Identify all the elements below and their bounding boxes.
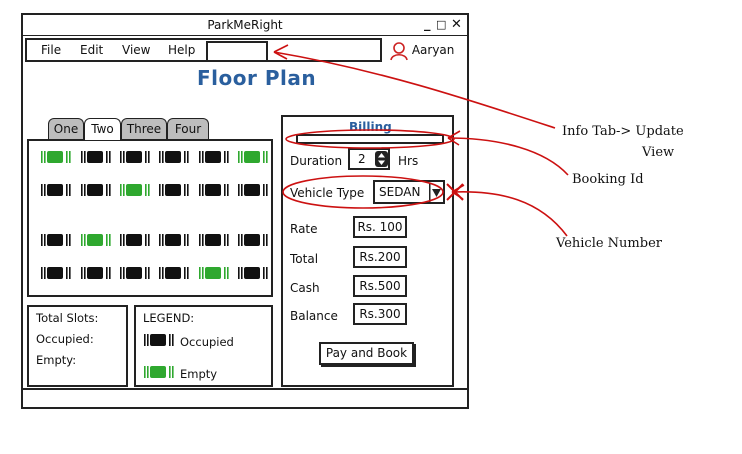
parking-slot-occupied[interactable] <box>197 148 231 166</box>
legend-empty-label: Empty <box>180 367 218 381</box>
slot-stats-panel: Total Slots: Occupied: Empty: <box>27 305 128 387</box>
total-value: Rs.200 <box>353 246 407 268</box>
parking-slot-empty[interactable] <box>236 148 270 166</box>
tab-floor-one[interactable]: One <box>48 118 84 139</box>
window-title: ParkMeRight <box>207 18 283 32</box>
close-button[interactable]: ✕ <box>451 17 462 32</box>
rate-value: Rs. 100 <box>353 216 407 238</box>
menu-view[interactable]: View <box>122 43 151 57</box>
cash-label: Cash <box>290 281 320 295</box>
empty-slot-icon <box>144 366 174 378</box>
occupied-slots-label: Occupied: <box>36 332 94 346</box>
parking-slot-occupied[interactable] <box>236 181 270 199</box>
annotation-info-tab-line2: View <box>642 145 675 160</box>
stepper-arrows-icon[interactable] <box>374 150 390 170</box>
maximize-button[interactable]: □ <box>436 18 447 31</box>
tab-floor-four[interactable]: Four <box>167 118 209 139</box>
tab-floor-three[interactable]: Three <box>121 118 167 139</box>
parking-slot-occupied[interactable] <box>157 148 191 166</box>
balance-label: Balance <box>290 309 338 323</box>
parking-slot-empty[interactable] <box>118 181 152 199</box>
parking-slot-empty[interactable] <box>79 231 113 249</box>
vehicle-type-label: Vehicle Type <box>290 186 365 200</box>
duration-label: Duration <box>290 154 343 168</box>
parking-slot-occupied[interactable] <box>236 231 270 249</box>
menu-edit[interactable]: Edit <box>80 43 104 57</box>
parking-slot-occupied[interactable] <box>118 264 152 282</box>
parking-slot-occupied[interactable] <box>157 231 191 249</box>
pay-and-book-button[interactable]: Pay and Book <box>319 342 414 365</box>
empty-slots-label: Empty: <box>36 353 77 367</box>
menu-help[interactable]: Help <box>168 43 196 57</box>
floor-plan-grid <box>27 139 273 297</box>
cash-input[interactable]: Rs.500 <box>353 275 407 297</box>
parking-slot-occupied[interactable] <box>39 231 73 249</box>
legend-title: LEGEND: <box>143 311 195 325</box>
total-label: Total <box>290 252 319 266</box>
annotation-info-tab-line1: Info Tab-> Update <box>562 124 684 139</box>
parking-slot-occupied[interactable] <box>157 264 191 282</box>
parking-slot-empty[interactable] <box>39 148 73 166</box>
user-menu[interactable]: Aaryan <box>390 40 454 60</box>
booking-id-field[interactable] <box>296 134 444 144</box>
billing-title: Billing <box>349 120 392 134</box>
annotation-booking-id: Booking Id <box>572 172 644 187</box>
menu-bar <box>25 38 382 62</box>
legend-occupied-label: Occupied <box>180 335 234 349</box>
parking-slot-occupied[interactable] <box>118 231 152 249</box>
menu-file[interactable]: File <box>41 43 62 57</box>
page-title: Floor Plan <box>197 66 317 90</box>
vehicle-type-select[interactable]: SEDAN <box>373 180 445 204</box>
user-icon <box>390 41 408 60</box>
duration-value: 2 <box>358 152 366 166</box>
rate-label: Rate <box>290 222 318 236</box>
vehicle-number-annotation-line <box>451 190 568 237</box>
parking-slot-empty[interactable] <box>197 264 231 282</box>
parking-slot-occupied[interactable] <box>118 148 152 166</box>
total-slots-label: Total Slots: <box>36 311 99 325</box>
parking-slot-occupied[interactable] <box>157 181 191 199</box>
legend-panel: LEGEND: Occupied Empty <box>134 305 273 387</box>
parking-slot-occupied[interactable] <box>197 181 231 199</box>
duration-unit: Hrs <box>398 154 419 168</box>
annotation-vehicle-number: Vehicle Number <box>556 236 662 251</box>
user-name: Aaryan <box>411 43 455 57</box>
parking-slot-occupied[interactable] <box>197 231 231 249</box>
parking-slot-occupied[interactable] <box>39 264 73 282</box>
minimize-button[interactable]: _ <box>424 17 431 32</box>
vehicle-type-value: SEDAN <box>379 185 421 199</box>
status-bar-divider <box>23 388 467 390</box>
parking-slot-occupied[interactable] <box>79 181 113 199</box>
parking-slot-occupied[interactable] <box>79 264 113 282</box>
occupied-slot-icon <box>144 334 174 346</box>
info-tab[interactable] <box>206 41 268 62</box>
parking-slot-occupied[interactable] <box>236 264 270 282</box>
dropdown-arrow-icon[interactable] <box>429 183 445 203</box>
parking-slot-occupied[interactable] <box>39 181 73 199</box>
duration-stepper[interactable]: 2 <box>348 148 390 170</box>
tab-floor-two[interactable]: Two <box>84 118 121 140</box>
balance-value: Rs.300 <box>353 303 407 325</box>
parking-slot-occupied[interactable] <box>79 148 113 166</box>
title-bar: ParkMeRight <box>23 15 467 36</box>
